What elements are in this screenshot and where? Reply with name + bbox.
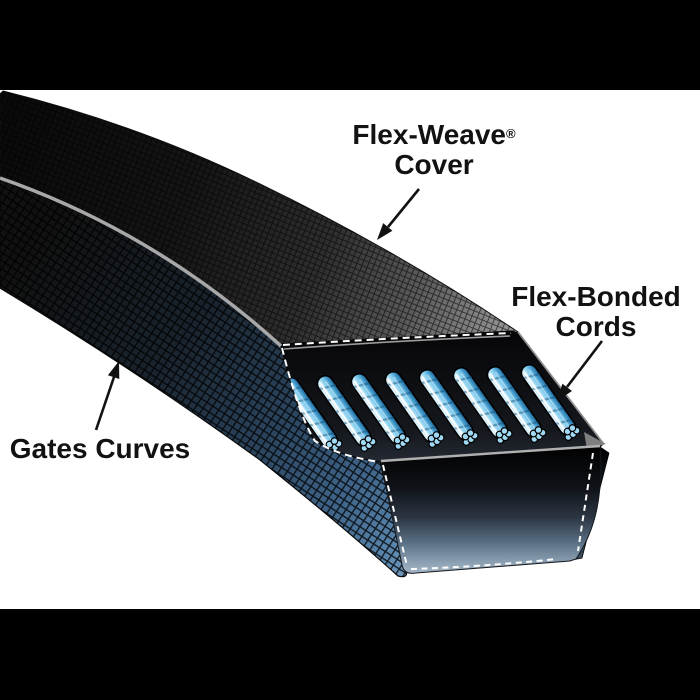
belt-ridge-stripe — [0, 176, 283, 348]
stitch-cut-face-border — [382, 452, 594, 570]
letterbox-top-bar — [0, 0, 700, 90]
stitch-lines — [281, 332, 594, 570]
letterbox-bottom-bar — [0, 609, 700, 700]
weave-texture-top — [0, 91, 518, 346]
flex-bonded-cords-label: Flex-Bonded Cords — [486, 282, 700, 342]
weave-texture-side — [0, 178, 407, 577]
cut-face-top-rim — [380, 444, 601, 463]
gates-curves-arrow — [94, 361, 120, 431]
cords-arrow — [557, 340, 604, 401]
flex-bonded-label-line2: Cords — [555, 311, 637, 342]
flex-weave-label-line1: Flex-Weave — [352, 119, 506, 150]
flex-weave-cover-label: Flex-Weave® Cover — [324, 119, 544, 180]
gates-curves-label-text: Gates Curves — [9, 433, 191, 464]
gates-curves-label: Gates Curves — [0, 434, 210, 464]
flex-bonded-label-line1: Flex-Bonded — [511, 281, 681, 312]
cover-cut-underline — [283, 335, 511, 350]
registered-trademark-symbol: ® — [505, 126, 516, 141]
stitch-cover-cut-edge — [282, 332, 512, 346]
annotation-arrows — [94, 188, 604, 431]
cut-rim-corner — [584, 432, 606, 449]
stitch-bed-left-edge — [281, 347, 381, 463]
belt-cut-face — [380, 432, 610, 574]
cover-arrow — [377, 188, 421, 240]
flex-weave-label-line2: Cover — [394, 149, 474, 180]
cut-edge-rim-right — [517, 331, 604, 444]
